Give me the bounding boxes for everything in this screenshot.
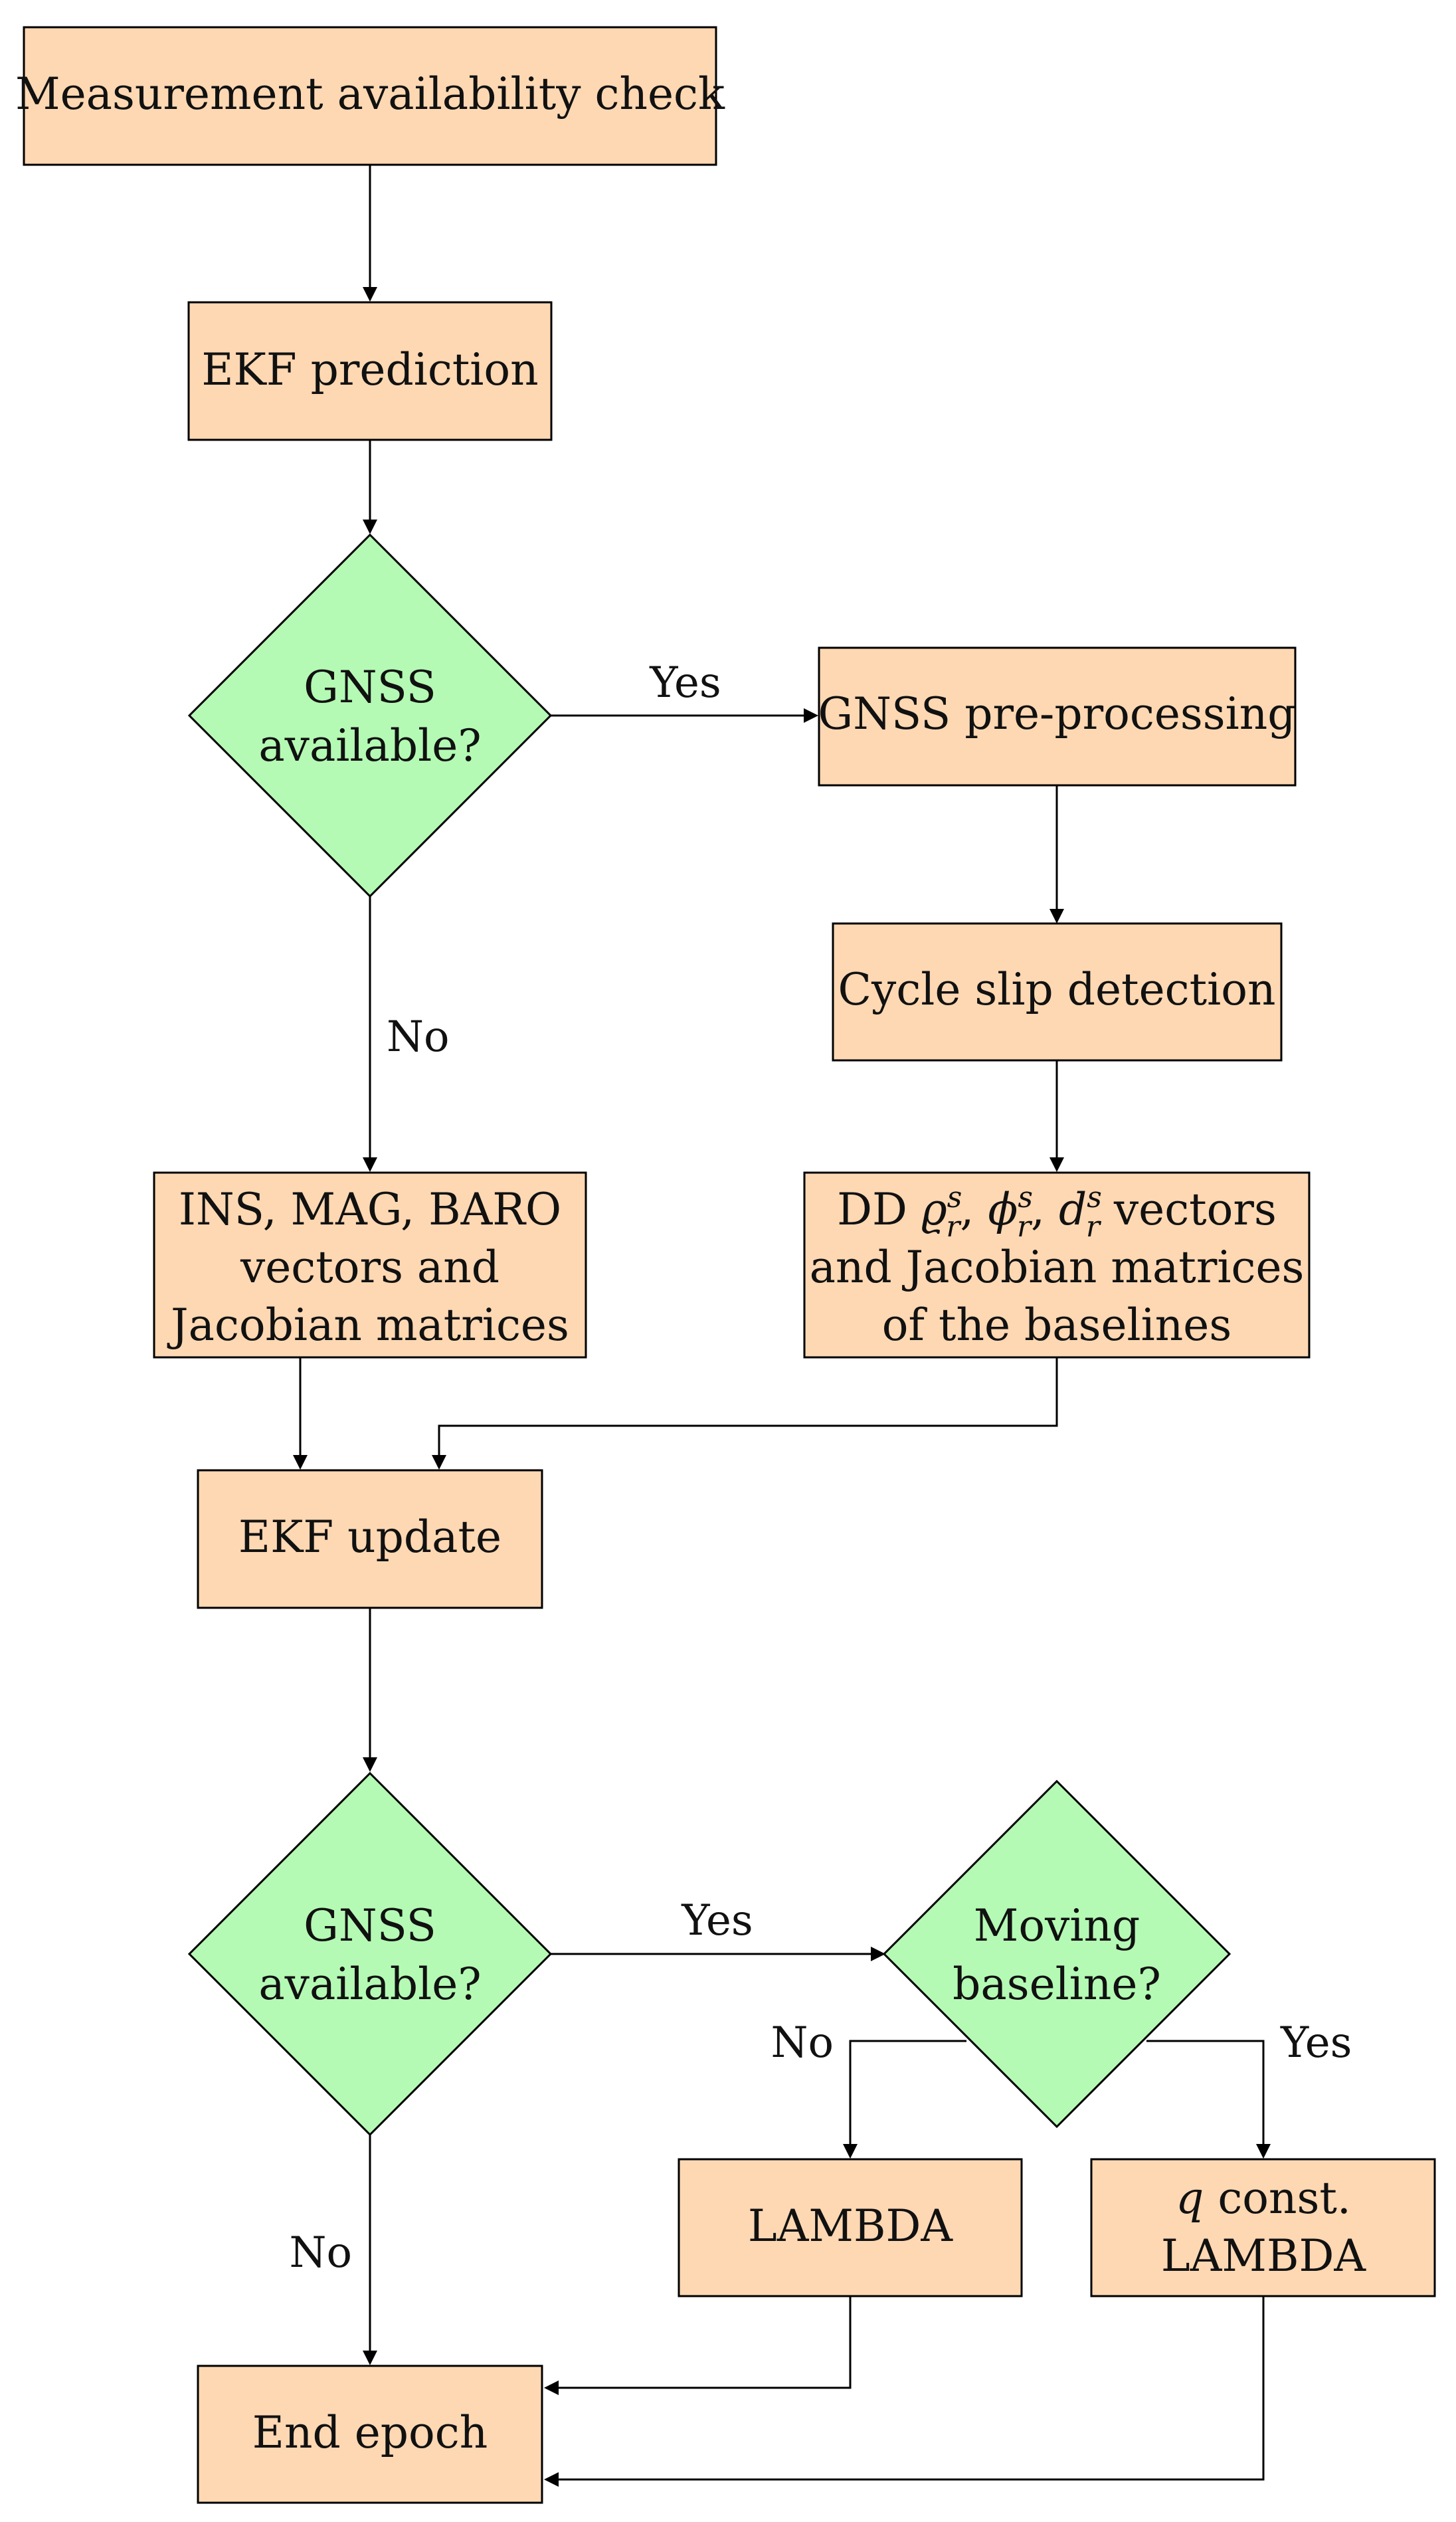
dd-subscript: r [1086, 1210, 1102, 1244]
arrowhead [363, 287, 377, 302]
decision-label-line-2: available? [258, 1959, 481, 2010]
edge-moving-no [849, 2040, 966, 2144]
edge-moving-yes [1146, 2040, 1265, 2144]
node-availability-check: Measurement availability check [15, 26, 725, 166]
decision-label-line-1: GNSS [304, 1900, 436, 1951]
decision-label-line-1: Moving [974, 1900, 1140, 1951]
label-gnss2-yes: Yes [681, 1896, 753, 1945]
arrowhead [363, 2351, 377, 2365]
node-label: Measurement availability check [15, 68, 725, 120]
dd-d-symbol: d [1059, 1184, 1087, 1235]
decision-label-line-2: available? [258, 720, 481, 771]
node-label: End epoch [252, 2407, 488, 2458]
dd-subscript: r [1017, 1210, 1033, 1244]
node-label: EKF prediction [201, 344, 538, 395]
node-label: GNSS pre-processing [818, 688, 1295, 739]
arrowhead [871, 1947, 885, 1961]
dd-rho-symbol: ϱ [921, 1184, 947, 1235]
node-label: EKF update [238, 1511, 501, 1563]
node-label-line-2: and Jacobian matrices [810, 1242, 1305, 1293]
dd-separator: , [960, 1184, 988, 1235]
label-moving-no: No [771, 2018, 834, 2068]
q-variable: q [1176, 2173, 1204, 2224]
node-cycle-slip-detection: Cycle slip detection [832, 922, 1283, 1062]
arrowhead [843, 2144, 858, 2159]
node-label-line-3: of the baselines [882, 1300, 1231, 1351]
dd-superscript: s [1087, 1181, 1102, 1214]
arrowhead [363, 1157, 377, 1172]
node-ekf-prediction: EKF prediction [187, 301, 553, 441]
dd-suffix: vectors [1100, 1184, 1277, 1235]
edge-lambda-to-end [559, 2296, 852, 2389]
decision-label-line-1: GNSS [304, 662, 436, 713]
dd-superscript: s [947, 1181, 962, 1214]
decision-label-line-2: baseline? [953, 1959, 1161, 2010]
node-label-line-3: Jacobian matrices [167, 1300, 569, 1351]
arrowhead [544, 2472, 559, 2487]
decision-gnss-available-1: GNSS available? [187, 533, 553, 898]
edge-dd-to-update [438, 1357, 1058, 1455]
label-gnss2-no: No [289, 2228, 352, 2278]
arrowhead [293, 1455, 308, 1470]
edge-labels: Yes No Yes No No Yes [289, 658, 1352, 2278]
label-moving-yes: Yes [1280, 2018, 1352, 2068]
arrowhead [363, 520, 377, 534]
node-label-line-2: vectors and [240, 1242, 500, 1293]
node-lambda: LAMBDA [678, 2158, 1023, 2297]
arrowhead [804, 708, 818, 723]
dd-superscript: s [1018, 1181, 1033, 1214]
node-ekf-update: EKF update [197, 1469, 543, 1609]
dd-prefix: DD [837, 1184, 921, 1235]
arrowhead [544, 2380, 559, 2395]
decision-moving-baseline: Moving baseline? [882, 1779, 1231, 2129]
dd-phi-symbol: ϕ [988, 1184, 1018, 1235]
edge-ins-to-update [299, 1356, 370, 1455]
node-label-line-1: INS, MAG, BARO [179, 1184, 561, 1235]
arrowhead [1256, 2144, 1271, 2159]
arrowhead [1049, 1157, 1064, 1172]
node-end-epoch: End epoch [197, 2365, 543, 2504]
dd-subscript: r [946, 1210, 962, 1244]
node-label-line-1: q const. [1176, 2173, 1351, 2224]
node-label-line-2: LAMBDA [1161, 2230, 1366, 2281]
label-gnss1-yes: Yes [649, 658, 721, 708]
arrowhead [1049, 909, 1064, 923]
node-ins-mag-baro: INS, MAG, BARO vectors and Jacobian matr… [153, 1171, 587, 1359]
label-gnss1-no: No [387, 1013, 450, 1062]
edge-qconst-to-end [559, 2296, 1265, 2481]
dd-separator: , [1031, 1184, 1059, 1235]
arrowhead [363, 1757, 377, 1772]
node-label: Cycle slip detection [838, 964, 1276, 1015]
decision-gnss-available-2: GNSS available? [187, 1771, 553, 2137]
node-gnss-preprocessing: GNSS pre-processing [818, 646, 1297, 787]
q-const-text: const. [1204, 2173, 1351, 2224]
node-q-const-lambda: q const. LAMBDA [1090, 2158, 1436, 2297]
node-label: LAMBDA [748, 2200, 953, 2252]
arrowhead [432, 1455, 446, 1470]
